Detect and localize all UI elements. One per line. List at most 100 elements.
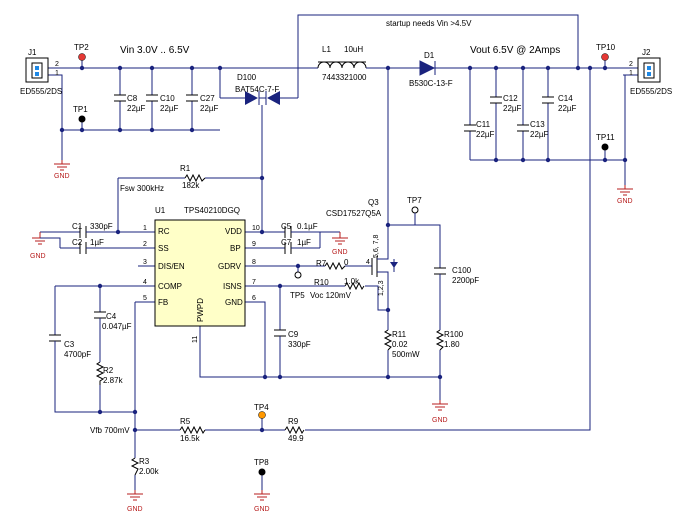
resistor-r9: R9 49.9	[284, 417, 305, 443]
j2-part: ED555/2DS	[630, 87, 672, 96]
cap-c100: C100 2200pF	[434, 266, 479, 285]
c100-ref: C100	[452, 266, 472, 275]
c8-ref: C8	[127, 94, 138, 103]
r100-value: 1.80	[444, 340, 460, 349]
c11-ref: C11	[476, 120, 491, 129]
startup-note: startup needs Vin >4.5V	[386, 19, 472, 28]
r5-ref: R5	[180, 417, 191, 426]
gnd-r100-icon: GND	[432, 400, 448, 424]
cap-c12: C12 22µF	[490, 94, 522, 113]
r11-value: 0.02	[392, 340, 408, 349]
c3-value: 4700pF	[64, 350, 91, 359]
cap-c13: C13 22µF	[517, 120, 549, 139]
d1-ref: D1	[424, 51, 435, 60]
c8-value: 22µF	[127, 104, 146, 113]
u1-pin4-name: COMP	[158, 282, 182, 291]
tp7-label: TP7	[407, 196, 422, 205]
tp7-marker	[411, 206, 419, 214]
c2-value: 1µF	[90, 238, 104, 247]
c5-ref: C5	[281, 222, 292, 231]
svg-text:GND: GND	[30, 253, 46, 260]
tp1-label: TP1	[73, 105, 88, 114]
u1-pin9-name: BP	[230, 244, 241, 253]
gnd-c5-icon: GND	[332, 232, 348, 256]
tp1-marker	[78, 115, 86, 123]
vfb-label: Vfb 700mV	[90, 426, 130, 435]
u1-part: TPS40210DGQ	[184, 206, 240, 215]
r2-value: 2.87k	[103, 376, 124, 385]
resistor-r10: R10 1.0k	[314, 277, 365, 291]
c7-ref: C7	[281, 238, 292, 247]
tp11-marker	[601, 143, 609, 151]
c14-ref: C14	[558, 94, 573, 103]
net-labels: Vin 3.0V .. 6.5V Vout 6.5V @ 2Amps start…	[90, 19, 560, 435]
u1-pin1-name: RC	[158, 227, 170, 236]
q3-source-pins: 1,2,3	[378, 280, 385, 296]
cap-c10: C10 22µF	[146, 94, 179, 113]
r1-value: 182k	[182, 181, 200, 190]
cap-c8: C8 22µF	[114, 94, 146, 113]
fsw-label: Fsw 300kHz	[120, 184, 164, 193]
r9-value: 49.9	[288, 434, 304, 443]
c13-ref: C13	[530, 120, 545, 129]
c1-value: 330pF	[90, 222, 113, 231]
j2-pin2: 2	[629, 61, 633, 68]
q3-gate-pin: 4	[366, 259, 370, 266]
cap-c3: C3 4700pF	[49, 334, 91, 359]
j1-pin2: 2	[55, 61, 59, 68]
ground-symbols: GND GND GND GND GND GND G	[30, 160, 633, 513]
svg-text:GND: GND	[254, 506, 270, 513]
c12-value: 22µF	[503, 104, 522, 113]
c9-ref: C9	[288, 330, 299, 339]
cap-c2: C2 1µF	[72, 238, 104, 254]
c4-ref: C4	[106, 312, 117, 321]
u1-pin1-num: 1	[143, 225, 147, 232]
c1-ref: C1	[72, 222, 83, 231]
l1-value: 10uH	[344, 45, 363, 54]
vin-label: Vin 3.0V .. 6.5V	[120, 45, 190, 56]
cap-c27: C27 22µF	[186, 94, 219, 113]
gnd-j1-icon: GND	[54, 160, 70, 180]
svg-text:GND: GND	[432, 417, 448, 424]
r10-ref: R10	[314, 278, 329, 287]
tp10-label: TP10	[596, 43, 616, 52]
j1-pin1: 1	[55, 70, 59, 77]
u1-pin2-num: 2	[143, 241, 147, 248]
u1-pin7-num: 7	[252, 279, 256, 286]
d1-part: B530C-13-F	[409, 79, 453, 88]
u1-pin9-num: 9	[252, 241, 256, 248]
c27-ref: C27	[200, 94, 215, 103]
cap-c7: C7 1µF	[281, 238, 311, 254]
svg-text:GND: GND	[617, 198, 633, 205]
r10-value: 1.0k	[344, 277, 360, 286]
cap-c4: C4 0.047µF	[94, 311, 132, 331]
c4-value: 0.047µF	[102, 322, 132, 331]
wires	[40, 14, 638, 490]
r100-ref: R100	[444, 330, 464, 339]
u1-pin5-num: 5	[143, 295, 147, 302]
u1-pin11-name: PWPD	[196, 298, 205, 322]
q3-part: CSD17527Q5A	[326, 209, 382, 218]
r1-ref: R1	[180, 164, 191, 173]
u1-pin8-name: GDRV	[218, 262, 242, 271]
tp4-marker	[258, 411, 266, 419]
r7-value: 0	[344, 258, 349, 267]
u1-pin2-name: SS	[158, 244, 169, 253]
l1-part: 7443321000	[322, 73, 367, 82]
c10-value: 22µF	[160, 104, 179, 113]
c11-value: 22µF	[476, 130, 495, 139]
c7-value: 1µF	[297, 238, 311, 247]
u1-pin6-num: 6	[252, 295, 256, 302]
voc-label: Voc 120mV	[310, 291, 352, 300]
c2-ref: C2	[72, 238, 83, 247]
u1-pin6-name: GND	[225, 298, 243, 307]
c14-value: 22µF	[558, 104, 577, 113]
connector-j1: J1 ED555/2DS 2 1	[20, 48, 62, 96]
gnd-j2-icon: GND	[617, 185, 633, 205]
vout-label: Vout 6.5V @ 2Amps	[470, 45, 560, 56]
resistor-r11: R11 0.02 500mW	[383, 329, 420, 359]
svg-text:GND: GND	[127, 506, 143, 513]
r5-value: 16.5k	[180, 434, 201, 443]
ic-u1: U1 TPS40210DGQ RC 1 SS 2 DIS/EN 3 COMP 4…	[143, 206, 260, 343]
